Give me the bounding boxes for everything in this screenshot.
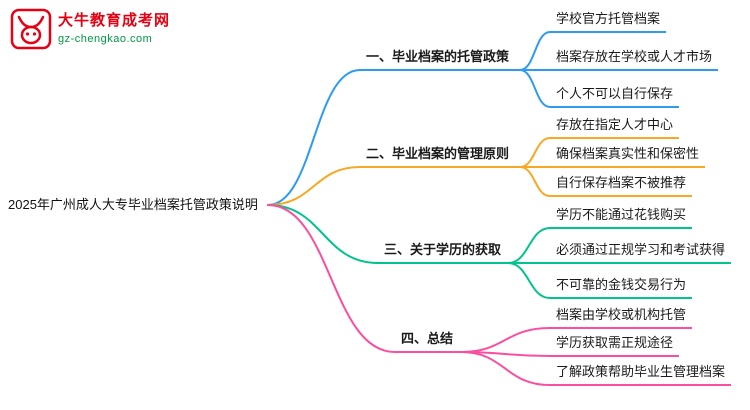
site-logo: 大牛教育成考网 gz-chengkao.com xyxy=(10,8,170,50)
leaf-node-3-1: 学历不能通过花钱购买 xyxy=(550,204,693,229)
leaf-node-3-3: 不可靠的金钱交易行为 xyxy=(550,274,693,299)
leaf-node-1-2: 档案存放在学校或人才市场 xyxy=(550,46,719,71)
mindmap-root-node: 2025年广州成人大专毕业档案托管政策说明 xyxy=(8,197,258,212)
branch-node-1: 一、毕业档案的托管政策 xyxy=(360,46,520,71)
branch-node-2: 二、毕业档案的管理原则 xyxy=(360,143,520,168)
branch-node-3: 三、关于学历的获取 xyxy=(378,239,508,264)
leaf-node-4-2: 学历获取需正规途径 xyxy=(550,332,680,357)
bull-logo-icon xyxy=(10,8,52,50)
branch-node-4: 四、总结 xyxy=(395,328,461,353)
site-domain: gz-chengkao.com xyxy=(58,33,153,45)
logo-texts: 大牛教育成考网 gz-chengkao.com xyxy=(58,8,170,47)
leaf-node-3-2: 必须通过正规学习和考试获得 xyxy=(550,239,732,264)
site-name: 大牛教育成考网 xyxy=(58,12,171,29)
leaf-node-1-3: 个人不可以自行保存 xyxy=(550,83,680,108)
leaf-node-2-2: 确保档案真实性和保密性 xyxy=(550,143,706,168)
leaf-node-4-3: 了解政策帮助毕业生管理档案 xyxy=(550,361,732,386)
leaf-node-2-3: 自行保存档案不被推荐 xyxy=(550,172,693,197)
leaf-node-2-1: 存放在指定人才中心 xyxy=(550,114,680,139)
leaf-node-1-1: 学校官方托管档案 xyxy=(550,8,667,33)
leaf-node-4-1: 档案由学校或机构托管 xyxy=(550,304,693,329)
